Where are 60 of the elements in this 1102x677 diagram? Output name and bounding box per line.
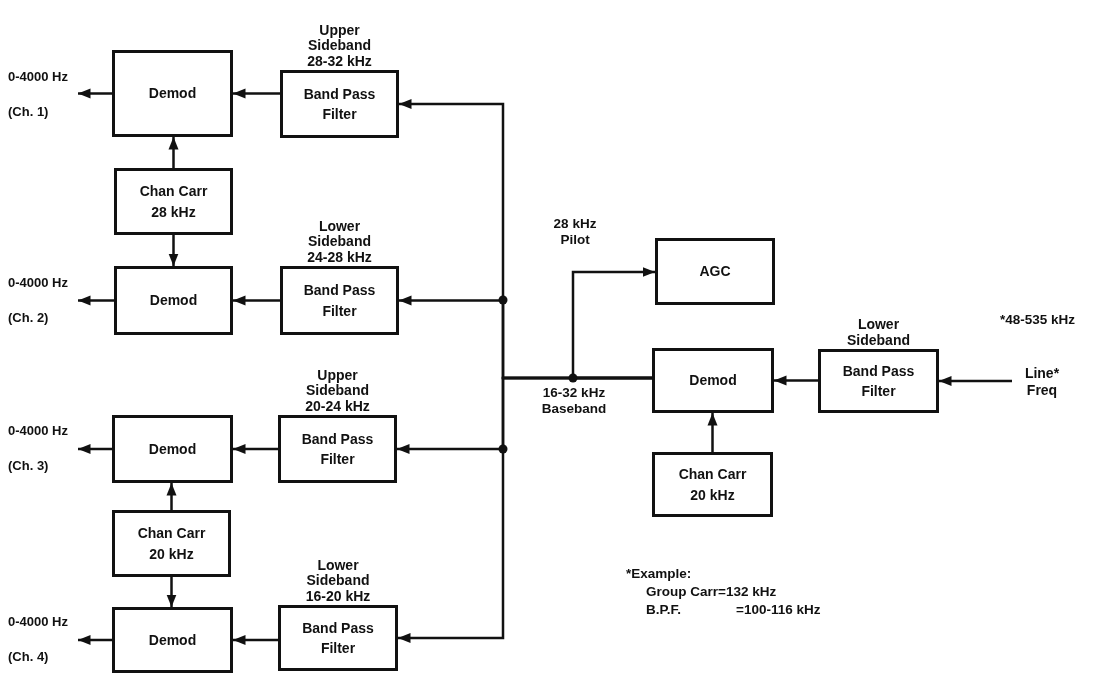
- block-label: AGC: [698, 262, 732, 282]
- band-label: Lower Sideband 16-20 kHz: [304, 557, 372, 604]
- block-label: Band Pass Filter: [301, 618, 375, 658]
- signal-label: 16-32 kHz Baseband: [540, 385, 608, 417]
- signal-arrow: [233, 635, 278, 645]
- block-label: Chan Carr 28 kHz: [138, 182, 209, 222]
- signal-arrow: [939, 376, 1012, 386]
- signal-arrow: [233, 295, 280, 306]
- output-label: 0-4000 Hz: [8, 424, 68, 439]
- signal-label: =100-116 kHz: [736, 602, 821, 618]
- block-label: Demod: [147, 630, 198, 650]
- block-label: Demod: [147, 84, 198, 104]
- signal-arrow: [168, 137, 179, 168]
- input-label: Line* Freq: [1023, 365, 1061, 399]
- block-label: Demod: [147, 439, 198, 459]
- signal-label: Group Carr=132 kHz: [646, 584, 777, 600]
- block-box: [655, 238, 775, 305]
- output-label: 0-4000 Hz: [8, 276, 68, 291]
- block-box: [114, 168, 233, 235]
- output-label: (Ch. 2): [8, 311, 49, 326]
- signal-arrow: [774, 375, 818, 386]
- block-label: Demod: [688, 371, 738, 391]
- block-label: Band Pass Filter: [841, 361, 916, 401]
- block-label: Band Pass Filter: [302, 84, 377, 124]
- output-label: (Ch. 3): [8, 459, 49, 474]
- signal-arrow: [78, 635, 112, 645]
- signal-label: 28 kHz Pilot: [552, 216, 598, 248]
- block-box: [652, 348, 774, 413]
- block-box: [112, 50, 233, 137]
- signal-arrow: [166, 577, 177, 607]
- block-label: Chan Carr 20 kHz: [677, 465, 748, 505]
- block-label: Band Pass Filter: [302, 281, 377, 321]
- signal-label: *48-535 kHz: [1000, 312, 1076, 328]
- output-label: (Ch. 1): [8, 105, 49, 120]
- band-label: Upper Sideband 28-32 kHz: [306, 22, 373, 69]
- signal-arrow: [78, 88, 112, 99]
- signal-arrow: [166, 483, 177, 510]
- band-label: Lower Sideband 24-28 kHz: [306, 218, 373, 265]
- output-label: 0-4000 Hz: [8, 70, 68, 85]
- output-label: 0-4000 Hz: [8, 615, 68, 630]
- block-box: [112, 607, 233, 673]
- signal-label: B.P.F.: [646, 602, 681, 618]
- output-label: (Ch. 4): [8, 650, 49, 665]
- signal-arrow: [571, 267, 655, 380]
- block-box: [112, 415, 233, 483]
- signal-arrow: [78, 444, 112, 454]
- block-label: Demod: [148, 291, 199, 311]
- signal-label: *Example:: [626, 566, 692, 582]
- signal-arrow: [707, 413, 718, 452]
- signal-arrow: [78, 295, 114, 306]
- signal-arrow: [233, 444, 278, 454]
- signal-arrow: [168, 235, 179, 266]
- block-box: [114, 266, 233, 335]
- block-box: [652, 452, 773, 517]
- block-label: Chan Carr 20 kHz: [136, 524, 207, 564]
- block-label: Band Pass Filter: [300, 429, 375, 469]
- signal-arrow: [233, 88, 280, 99]
- band-label: Lower Sideband: [846, 317, 911, 348]
- band-label: Upper Sideband 20-24 kHz: [304, 367, 371, 414]
- block-box: [112, 510, 231, 577]
